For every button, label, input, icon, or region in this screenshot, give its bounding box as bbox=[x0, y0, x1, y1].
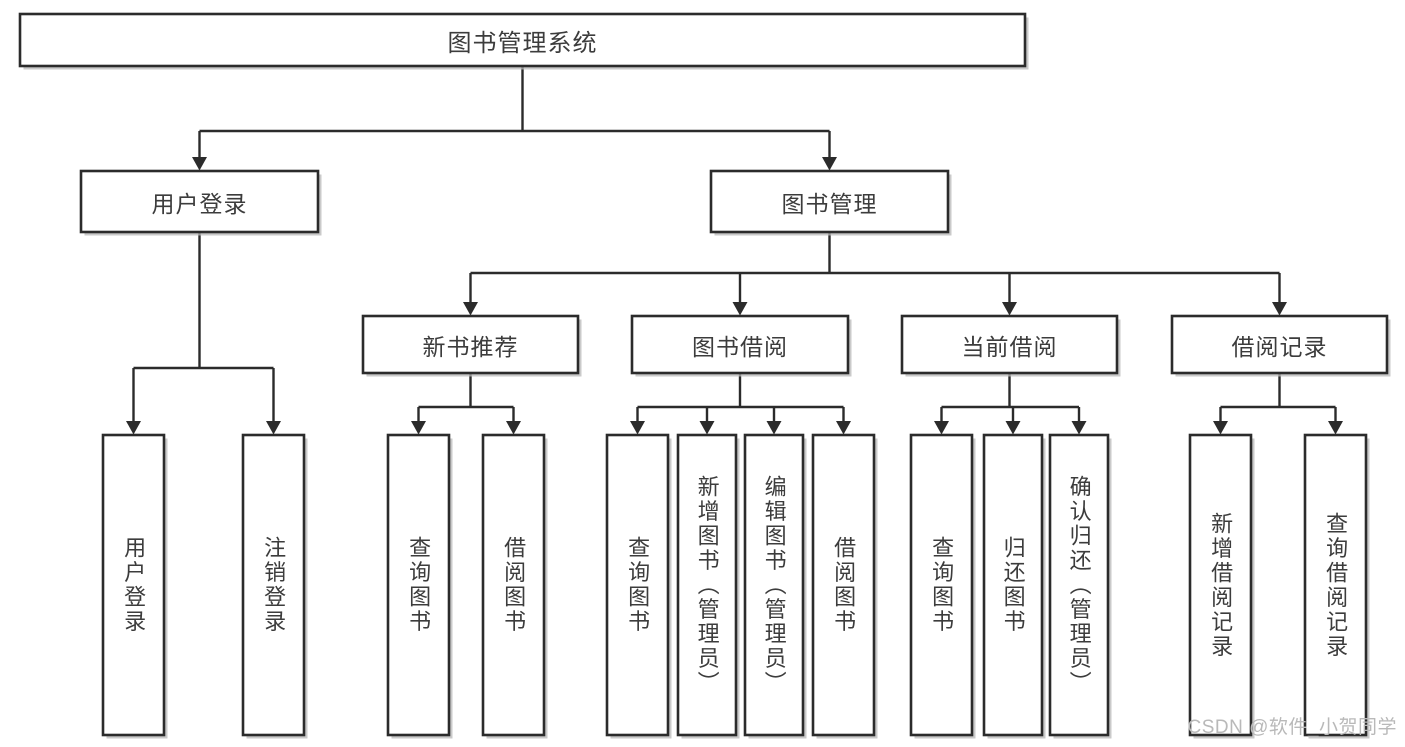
node-new-book-recommend[interactable] bbox=[361, 314, 580, 375]
node-leaf-user-login[interactable] bbox=[101, 433, 166, 737]
node-leaf-confirm-return-admin[interactable] bbox=[1048, 433, 1110, 737]
node-book-borrow[interactable] bbox=[630, 314, 850, 375]
connectors-layer bbox=[126, 66, 1343, 435]
box-layer bbox=[18, 12, 1389, 737]
node-leaf-logout-login[interactable] bbox=[241, 433, 306, 737]
node-leaf-borrow-books-recommend[interactable] bbox=[481, 433, 546, 737]
node-root-system[interactable] bbox=[18, 12, 1027, 68]
node-book-management[interactable] bbox=[709, 169, 950, 234]
node-leaf-add-book-admin[interactable] bbox=[676, 433, 738, 737]
node-leaf-borrow-books[interactable] bbox=[811, 433, 876, 737]
node-leaf-query-borrow-record[interactable] bbox=[1303, 433, 1368, 737]
node-leaf-edit-book-admin[interactable] bbox=[743, 433, 805, 737]
node-leaf-query-books-borrow[interactable] bbox=[605, 433, 670, 737]
csdn-watermark: CSDN @软件_小贺同学 bbox=[1187, 717, 1397, 738]
node-current-borrow[interactable] bbox=[900, 314, 1119, 375]
node-borrow-records[interactable] bbox=[1170, 314, 1389, 375]
node-leaf-query-books-current[interactable] bbox=[909, 433, 974, 737]
node-leaf-query-books-recommend[interactable] bbox=[386, 433, 451, 737]
node-leaf-return-books[interactable] bbox=[982, 433, 1044, 737]
node-leaf-add-borrow-record[interactable] bbox=[1188, 433, 1253, 737]
node-user-login[interactable] bbox=[79, 169, 320, 234]
